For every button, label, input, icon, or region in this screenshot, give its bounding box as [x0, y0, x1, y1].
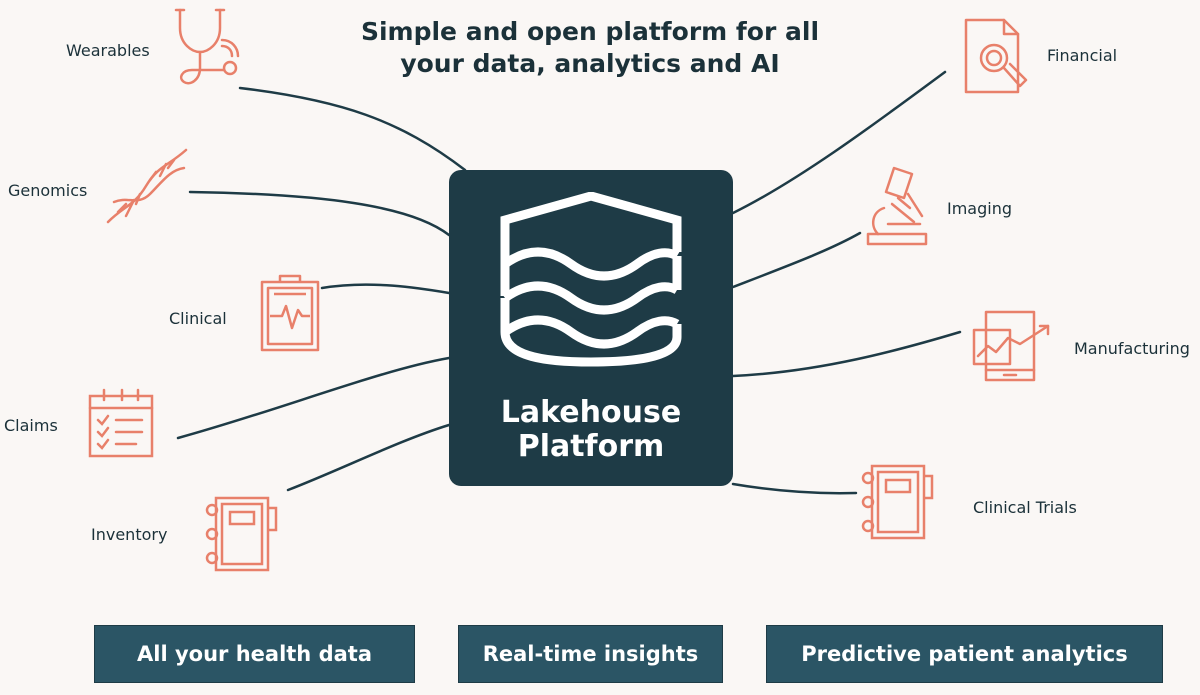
label-genomics: Genomics [8, 181, 88, 200]
lakehouse-logo-icon [497, 191, 685, 386]
label-imaging: Imaging [947, 199, 1013, 218]
pill-real-time-insights: Real-time insights [458, 625, 723, 683]
wire-genomics [188, 190, 451, 237]
notebook-icon [202, 494, 280, 574]
microscope-icon [864, 164, 930, 248]
wire-clinical-trials [731, 482, 858, 495]
platform-name-line-1: Lakehouse [500, 395, 682, 430]
wire-clinical [320, 283, 451, 295]
pill-predictive-analytics: Predictive patient analytics [766, 625, 1163, 683]
label-claims: Claims [4, 416, 58, 435]
wire-manufacturing [731, 330, 962, 378]
clipboard-ecg-icon [258, 272, 322, 354]
platform-name: Lakehouse Platform [449, 396, 733, 464]
label-wearables: Wearables [66, 41, 150, 60]
dna-icon [104, 146, 190, 226]
label-clinical-trials: Clinical Trials [973, 498, 1077, 517]
wire-wearables [238, 86, 467, 172]
pill-all-health-data: All your health data [94, 625, 415, 683]
wire-financial [731, 70, 947, 215]
lakehouse-platform-box: Lakehouse Platform [449, 170, 733, 486]
platform-name-line-2: Platform [517, 429, 665, 464]
wire-inventory [286, 423, 451, 492]
title-line-1: Simple and open platform for all [360, 17, 820, 46]
wire-imaging [731, 231, 862, 289]
title-line-2: your data, analytics and AI [400, 49, 780, 78]
stethoscope-icon [174, 6, 244, 92]
label-clinical: Clinical [169, 309, 227, 328]
label-financial: Financial [1047, 46, 1118, 65]
tablet-chart-icon [970, 308, 1052, 384]
notebook-icon-2 [858, 462, 936, 542]
label-manufacturing: Manufacturing [1074, 339, 1190, 358]
document-search-icon [962, 16, 1030, 98]
page-title: Simple and open platform for all your da… [300, 16, 880, 80]
label-inventory: Inventory [91, 525, 168, 544]
wire-claims [176, 356, 451, 440]
checklist-icon [86, 388, 156, 460]
